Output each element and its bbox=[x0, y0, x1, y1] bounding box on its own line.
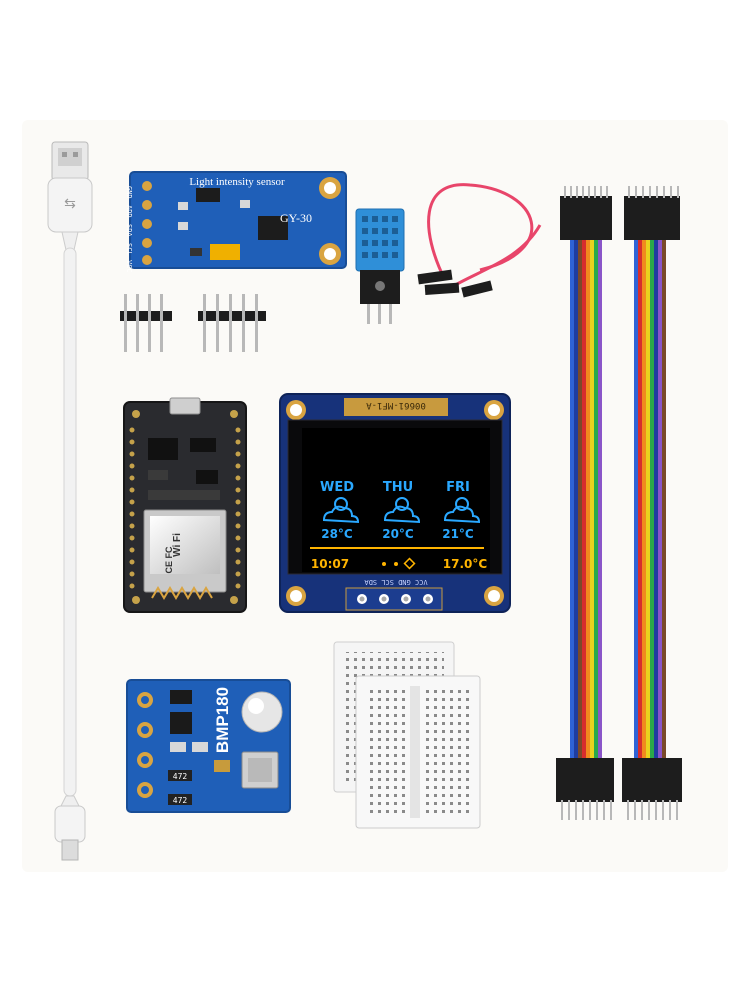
usb-cable: ⇆ bbox=[47, 141, 93, 861]
pressure-sensor-board: BMP180 472 472 bbox=[126, 679, 291, 813]
dupont-ribbon-cable-left bbox=[556, 186, 614, 820]
light-sensor-title: Light intensity sensor bbox=[189, 176, 285, 188]
forecast-day-fri: FRI bbox=[446, 480, 470, 495]
dupont-ribbon-cable-right bbox=[622, 186, 682, 820]
esp-cert-label: CE FC bbox=[164, 546, 174, 574]
partly-cloudy-icon bbox=[322, 497, 360, 524]
forecast-temp-thu: 20°C bbox=[382, 527, 414, 541]
forecast-day-wed: WED bbox=[320, 480, 354, 495]
pin-label-scl: SCL bbox=[125, 243, 133, 256]
page-indicator-dots bbox=[382, 557, 416, 570]
mini-breadboard-front bbox=[355, 675, 481, 829]
humidity-sensor-module bbox=[355, 208, 405, 324]
forecast-temp-wed: 28°C bbox=[321, 527, 353, 541]
oled-display-module: 00661-MF1-A WED THU FRI 28°C 20°C 21°C 1… bbox=[279, 393, 511, 613]
resistor-label-b: 472 bbox=[173, 796, 188, 805]
light-sensor-board: Light intensity sensor GY-30 GND ADD SDA… bbox=[125, 171, 347, 273]
partly-cloudy-icon bbox=[383, 497, 421, 524]
pin-label-vcc: VCC bbox=[125, 260, 133, 273]
pin-header-5 bbox=[198, 294, 266, 352]
light-sensor-model: GY-30 bbox=[280, 211, 312, 225]
pin-label-gnd: GND bbox=[125, 186, 133, 199]
svg-text:⇆: ⇆ bbox=[64, 195, 76, 211]
esp8266-board: Wi Fi CE FC bbox=[123, 397, 247, 613]
resistor-label-a: 472 bbox=[173, 772, 188, 781]
oled-reading: 17.0°C bbox=[443, 557, 488, 571]
pin-label-sda: SDA bbox=[125, 224, 133, 237]
pin-label-add: ADD bbox=[125, 205, 133, 218]
forecast-temp-fri: 21°C bbox=[442, 527, 474, 541]
esp-wifi-label: Wi Fi bbox=[172, 533, 183, 557]
forecast-day-thu: THU bbox=[383, 480, 413, 495]
red-jumper-wire bbox=[417, 183, 542, 298]
pin-header-4 bbox=[120, 294, 172, 352]
oled-ribbon-label: 00661-MF1-A bbox=[366, 400, 426, 410]
oled-pin-labels: VCC GND SCL SDA bbox=[364, 578, 428, 586]
bmp180-label: BMP180 bbox=[213, 687, 232, 753]
oled-time: 10:07 bbox=[311, 557, 349, 571]
partly-cloudy-icon bbox=[443, 497, 481, 524]
